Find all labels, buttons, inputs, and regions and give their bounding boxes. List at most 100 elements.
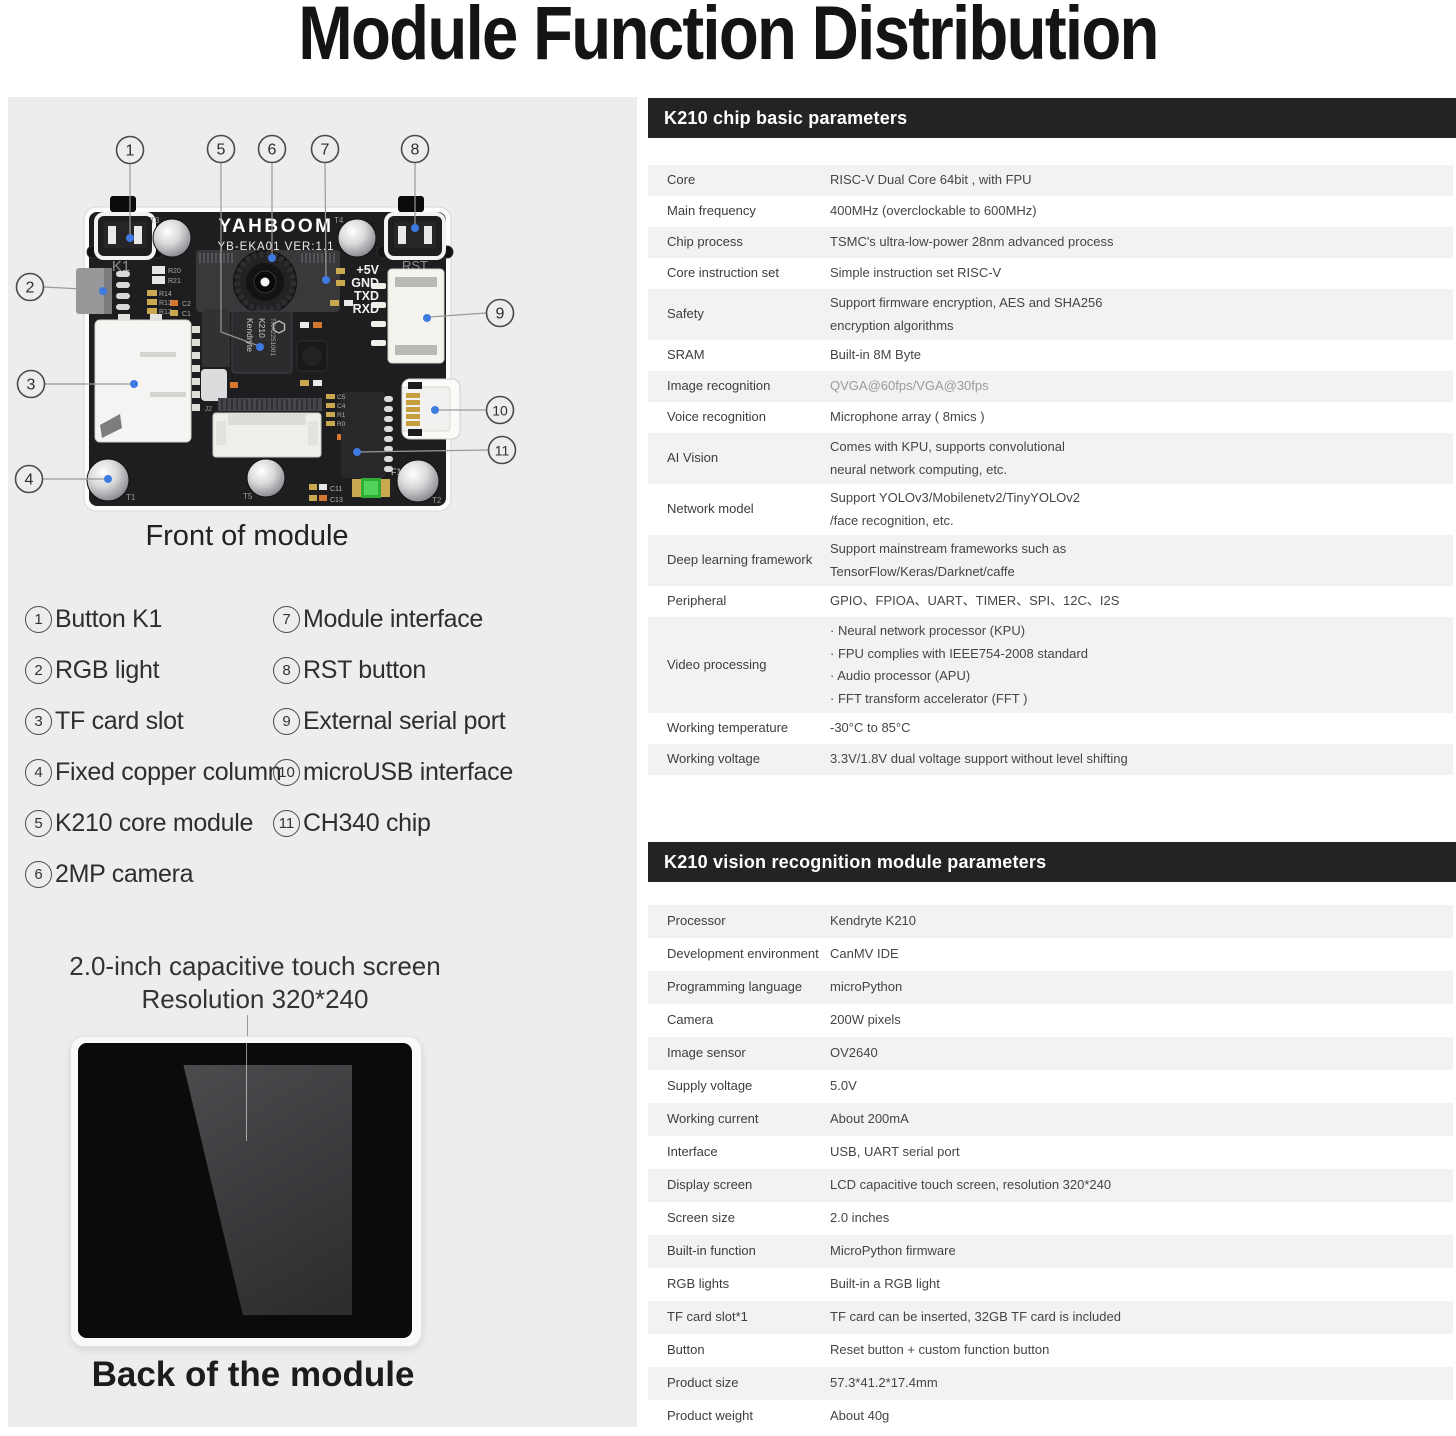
- ch340-chip: C5 C4 R1 R0: [326, 392, 393, 478]
- row-label: Working temperature: [667, 720, 789, 736]
- table-row: Video processing· Neural network process…: [648, 617, 1453, 713]
- row-label: TF card slot*1: [667, 1309, 748, 1325]
- row-label: Built-in function: [667, 1243, 756, 1259]
- front-caption: Front of module: [145, 520, 349, 552]
- row-label: SRAM: [667, 347, 705, 363]
- legend-number: 2: [25, 657, 52, 684]
- row-label: Development environment: [667, 946, 819, 962]
- power-led: F1: [352, 467, 402, 498]
- row-value: 200W pixels: [830, 1012, 901, 1028]
- row-label: Camera: [667, 1012, 714, 1028]
- row-value: Built-in a RGB light: [830, 1276, 940, 1292]
- row-value: OV2640: [830, 1045, 878, 1061]
- row-label: RGB lights: [667, 1276, 730, 1292]
- row-label: Working current: [667, 1111, 759, 1127]
- row-value: -30°C to 85°C: [830, 720, 911, 736]
- crystal-oscillator: [201, 369, 227, 401]
- row-value: Reset button + custom function button: [830, 1342, 1050, 1358]
- legend-label: RST button: [303, 656, 427, 684]
- legend-label: External serial port: [303, 707, 506, 735]
- back-caption: Back of the module: [91, 1355, 415, 1394]
- screw-t1-label: T1: [126, 493, 136, 502]
- tf-card-slot: [94, 314, 200, 443]
- row-value: Support YOLOv3/Mobilenetv2/TinyYOLOv2 /f…: [830, 490, 1081, 528]
- row-value: USB, UART serial port: [830, 1144, 960, 1160]
- table-row: Built-in function MicroPython firmware: [648, 1235, 1453, 1268]
- row-label: Main frequency: [667, 203, 756, 219]
- row-label: Product size: [667, 1375, 739, 1391]
- legend-label: Fixed copper column: [55, 758, 282, 786]
- serial-pin-labels: +5V GND TXD RXD: [351, 263, 379, 316]
- row-value: QVGA@60fps/VGA@30fps: [830, 378, 989, 394]
- microusb-connector: [401, 378, 461, 440]
- row-value: Support firmware encryption, AES and SHA…: [830, 295, 1103, 333]
- legend-label: RGB light: [55, 656, 160, 684]
- row-value: 3.3V/1.8V dual voltage support without l…: [830, 751, 1128, 767]
- legend-number: 9: [273, 708, 300, 735]
- bottom-silkscreen: C11 C13: [309, 484, 343, 504]
- row-value: Simple instruction set RISC-V: [830, 265, 1002, 281]
- row-value: Kendryte K210: [830, 913, 917, 929]
- row-label: Video processing: [667, 656, 767, 672]
- table-row: Processor Kendryte K210: [648, 905, 1453, 938]
- legend-number: 1: [25, 606, 52, 633]
- screw-t2-label: T2: [432, 496, 442, 505]
- kendryte-logo: [272, 320, 286, 334]
- callout-1: 1: [126, 143, 135, 160]
- camera-module: [196, 250, 340, 314]
- silk-c13: C13: [330, 497, 343, 504]
- screen-pointer-line: [247, 1015, 248, 1041]
- chip-parameters-header: K210 chip basic parameters: [648, 98, 1456, 138]
- flash-chip: [202, 309, 230, 367]
- silk-j2: J2: [205, 406, 213, 413]
- table-row: Image sensor OV2640: [648, 1037, 1453, 1070]
- k1-label: K1: [112, 258, 130, 275]
- legend-number: 6: [25, 861, 52, 888]
- legend-label: TF card slot: [55, 707, 184, 735]
- row-value: MicroPython firmware: [830, 1243, 956, 1259]
- pin-5v: +5V: [356, 263, 379, 277]
- silk-c1: C1: [182, 311, 191, 318]
- callout-4: 4: [25, 472, 34, 489]
- lens-ring: [234, 251, 296, 313]
- pin-txd: TXD: [354, 289, 379, 303]
- row-label: Image sensor: [667, 1045, 746, 1061]
- row-value: About 40g: [830, 1408, 890, 1424]
- legend-number: 10: [273, 759, 300, 786]
- row-label: Supply voltage: [667, 1078, 753, 1094]
- silk-c2: C2: [182, 301, 191, 308]
- page-title: Module Function Distribution: [298, 0, 1159, 76]
- row-label: AI Vision: [667, 450, 719, 466]
- callout-lines: [43, 161, 489, 480]
- silk-r1: R1: [337, 412, 346, 419]
- legend-label: K210 core module: [55, 809, 254, 837]
- screen-panel: [78, 1043, 412, 1338]
- chip-text-2: K210: [257, 318, 267, 338]
- screen-frame: [70, 1036, 422, 1347]
- callout-5: 5: [217, 142, 226, 159]
- row-value: microPython: [830, 979, 903, 995]
- callout-7: 7: [321, 142, 330, 159]
- table-row: Product size 57.3*41.2*17.4mm: [648, 1367, 1453, 1400]
- row-value: 57.3*41.2*17.4mm: [830, 1375, 938, 1391]
- row-label: Processor: [667, 913, 726, 929]
- silk-r21: R21: [168, 278, 181, 285]
- row-label: Core: [667, 172, 696, 188]
